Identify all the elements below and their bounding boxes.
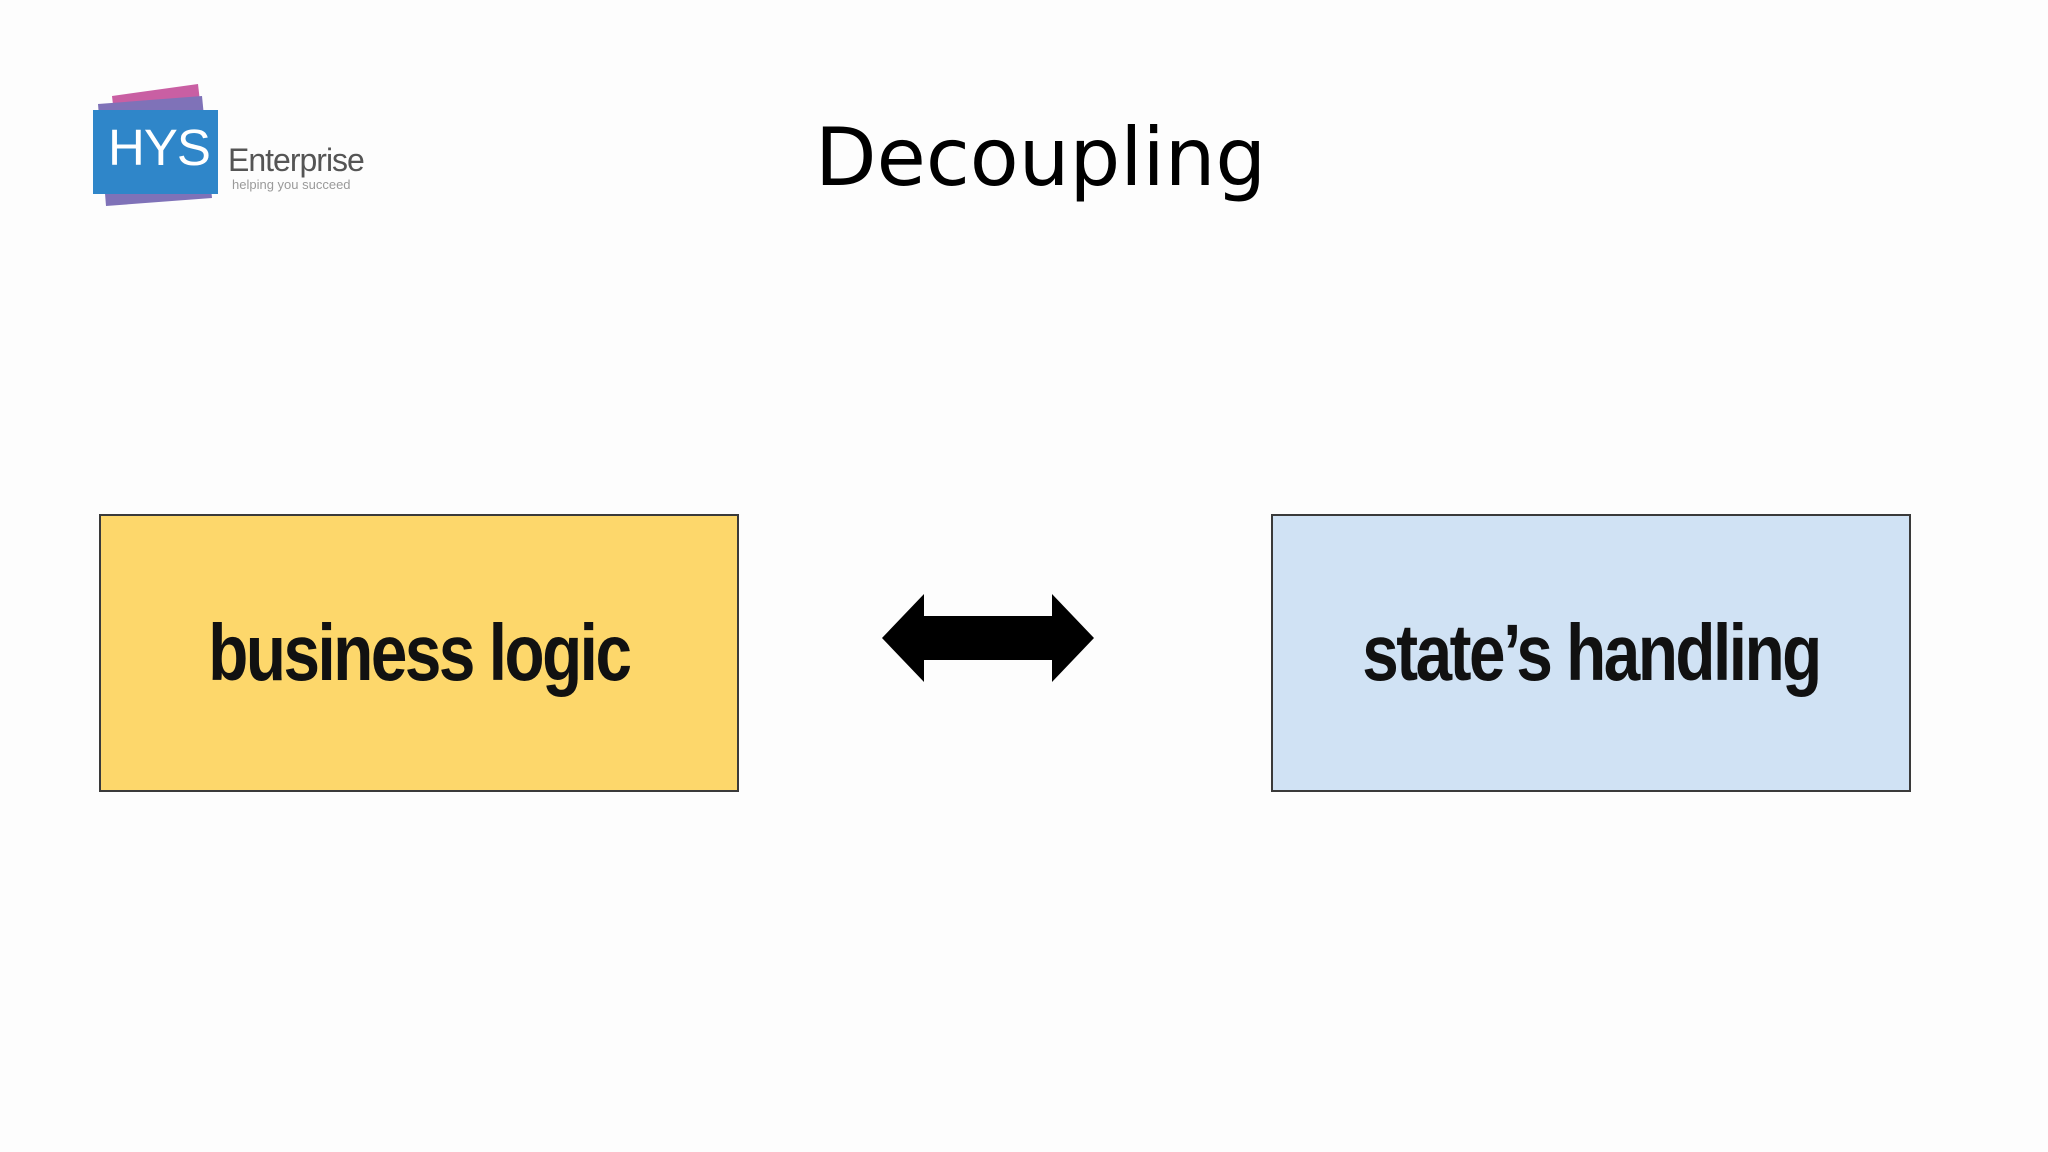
- double-headed-arrow-icon: [882, 594, 1094, 682]
- logo-word: Enterprise: [228, 142, 365, 178]
- logo-mark-icon: [93, 84, 218, 206]
- business-logic-box: business logic: [99, 514, 739, 792]
- logo-card-blue: [93, 110, 218, 194]
- business-logic-label: business logic: [208, 608, 632, 697]
- arrow-shape: [882, 594, 1094, 682]
- logo-tagline: helping you succeed: [232, 177, 351, 192]
- state-handling-label: state’s handling: [1362, 608, 1822, 697]
- slide-title: Decoupling: [815, 111, 1267, 204]
- company-logo: HYS Enterprise helping you succeed: [90, 82, 380, 222]
- logo-mark-text: HYS: [108, 119, 211, 176]
- state-handling-box: state’s handling: [1271, 514, 1911, 792]
